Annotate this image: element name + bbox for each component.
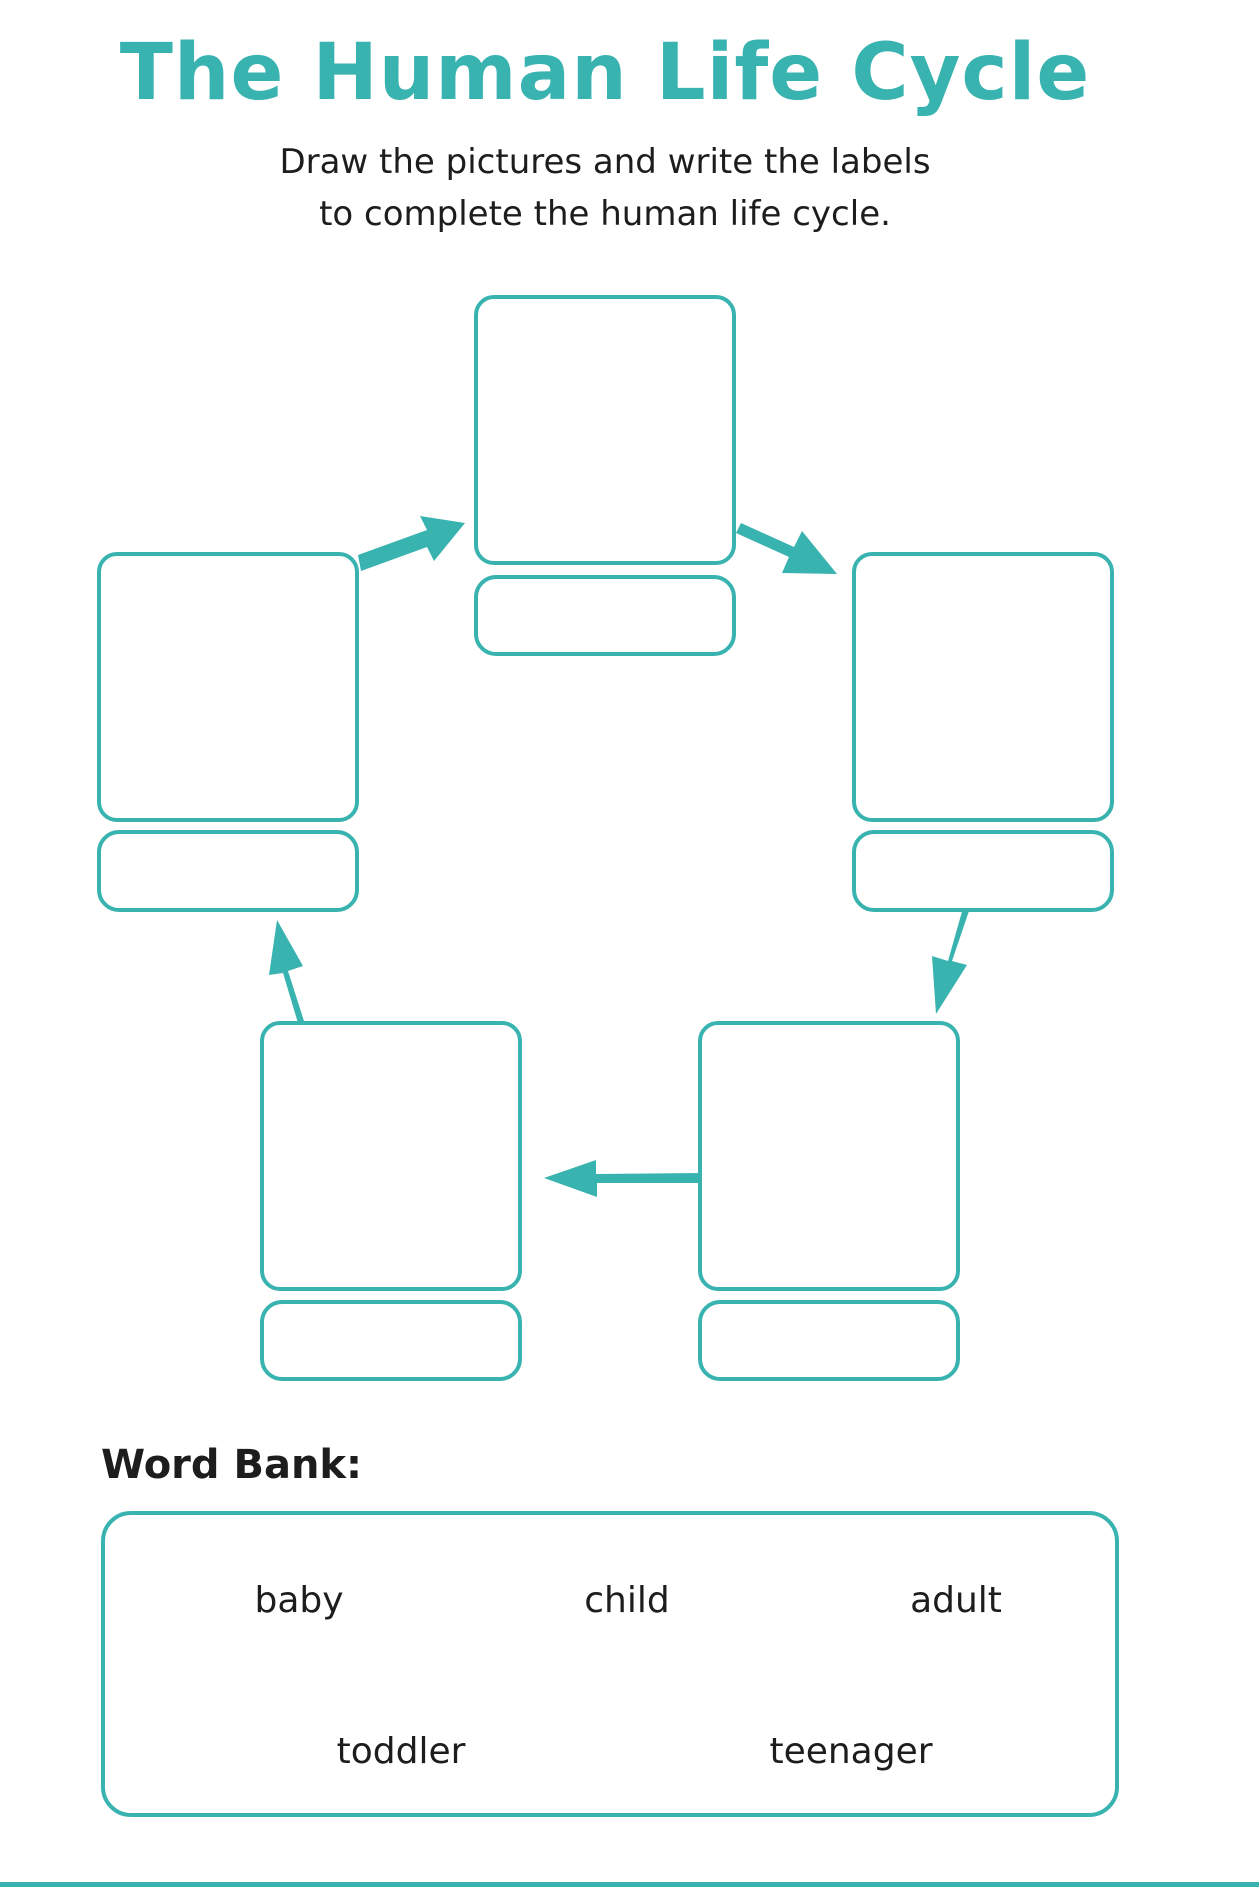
word-bank-word: toddler [336,1731,466,1772]
arrow-top-to-right [736,523,837,574]
instructions: Draw the pictures and write the labels t… [0,136,1210,240]
instructions-line-2: to complete the human life cycle. [319,194,891,234]
arrow-right-to-bottom-right [932,908,969,1014]
arrow-bottom-right-to-bottom-left [544,1160,700,1197]
word-bank-box: baby child adult toddler teenager [101,1511,1119,1817]
arrow-left-to-top [358,516,465,571]
word-bank-word: teenager [769,1731,933,1772]
stage-bottom-left-label-box[interactable] [260,1300,522,1381]
stage-right-picture-box[interactable] [852,552,1114,822]
page-title: The Human Life Cycle [119,28,1091,118]
stage-bottom-right-label-box[interactable] [698,1300,960,1381]
life-cycle-diagram [97,295,1114,1381]
word-bank-word: adult [910,1580,1002,1621]
footer-divider [0,1882,1259,1887]
stage-left-picture-box[interactable] [97,552,359,822]
arrow-bottom-left-to-left [269,920,304,1023]
stage-bottom-right-picture-box[interactable] [698,1021,960,1291]
stage-bottom-left-picture-box[interactable] [260,1021,522,1291]
stage-top-label-box[interactable] [474,575,736,656]
stage-top-picture-box[interactable] [474,295,736,565]
word-bank-heading: Word Bank: [101,1442,363,1488]
stage-right-label-box[interactable] [852,830,1114,912]
stage-left-label-box[interactable] [97,830,359,912]
word-bank-word: child [584,1580,670,1621]
instructions-line-1: Draw the pictures and write the labels [279,142,931,182]
word-bank-word: baby [254,1580,344,1621]
